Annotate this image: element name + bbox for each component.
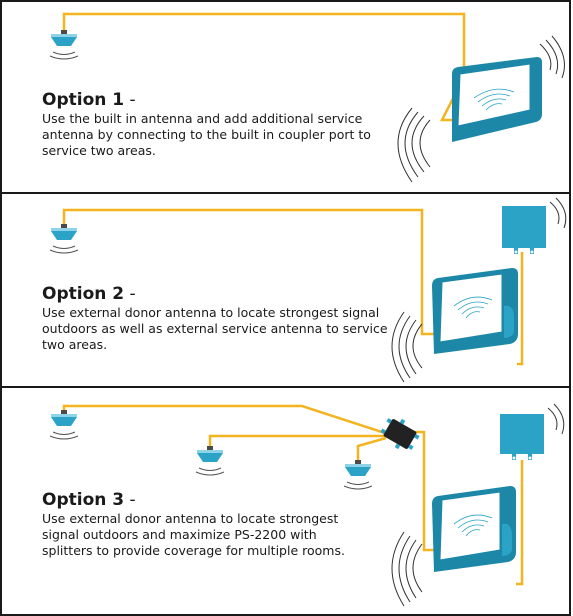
signal-booster-icon <box>452 57 542 142</box>
signal-booster-icon <box>432 486 516 572</box>
signal-waves-icon <box>397 35 565 183</box>
coaxial-cable-4 <box>414 430 442 552</box>
ceiling-antenna-icon <box>49 410 79 440</box>
option-2-dash: - <box>124 284 136 304</box>
option-2-diagram <box>49 197 567 383</box>
coaxial-cable-donor <box>516 460 524 586</box>
coaxial-cable <box>62 12 466 122</box>
ceiling-antenna-icon <box>343 460 373 490</box>
option-1-title: Option 1 <box>42 90 125 110</box>
option-1-panel: Option 1 - Use the built in antenna and … <box>0 0 571 194</box>
signal-waves-icon <box>391 403 565 607</box>
option-3-dash: - <box>124 490 136 510</box>
option-3-description: Use external donor antenna to locate str… <box>42 511 345 558</box>
option-3-title: Option 3 <box>42 490 125 510</box>
option-3-caption: Option 3 - Use external donor antenna to… <box>42 490 362 559</box>
option-2-description: Use external donor antenna to locate str… <box>42 305 388 352</box>
option-3-diagram <box>49 403 565 607</box>
option-3-panel: Option 3 - Use external donor antenna to… <box>0 386 571 616</box>
coaxial-cable-3 <box>356 436 387 460</box>
option-2-title: Option 2 <box>42 284 125 304</box>
option-2-caption: Option 2 - Use external donor antenna to… <box>42 284 402 353</box>
option-1-dash: - <box>124 90 136 110</box>
coaxial-cable-donor <box>517 252 524 366</box>
signal-waves-icon <box>391 197 567 383</box>
coaxial-cable-1 <box>62 404 395 438</box>
option-1-description: Use the built in antenna and add additio… <box>42 111 371 158</box>
donor-antenna-icon <box>502 206 546 254</box>
option-2-panel: Option 2 - Use external donor antenna to… <box>0 192 571 388</box>
donor-antenna-icon <box>500 414 544 460</box>
ceiling-antenna-icon <box>195 446 225 476</box>
option-1-diagram <box>49 12 565 183</box>
ceiling-antenna-icon <box>49 30 79 60</box>
option-1-caption: Option 1 - Use the built in antenna and … <box>42 90 402 159</box>
coaxial-cable-service <box>62 208 442 336</box>
coaxial-cable-2 <box>208 434 386 446</box>
signal-booster-icon <box>432 268 518 354</box>
splitter-icon <box>380 418 420 450</box>
ceiling-antenna-icon <box>49 224 79 254</box>
